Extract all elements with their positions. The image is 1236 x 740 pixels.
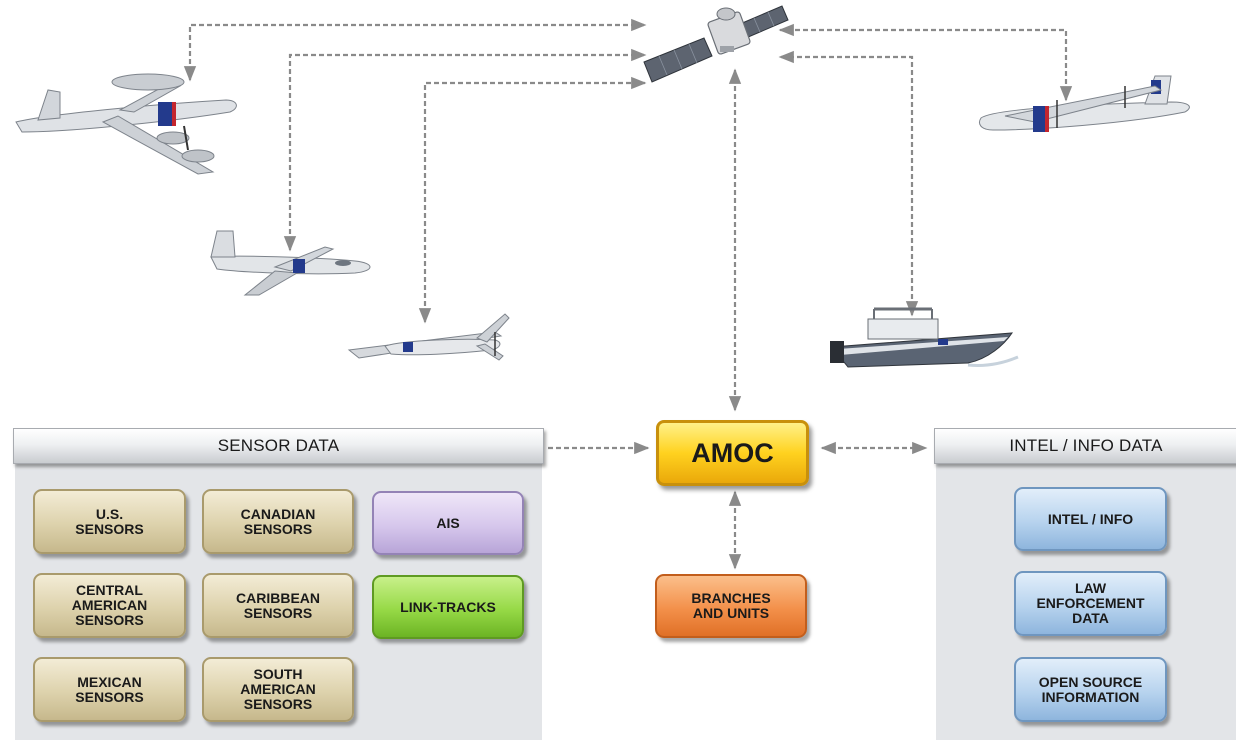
amoc-hub[interactable]: AMOC [656, 420, 809, 486]
interceptor-boat-icon [828, 305, 1020, 373]
citation-jet-icon [205, 227, 377, 297]
sensor-data-header: SENSOR DATA [13, 428, 544, 464]
link-uav-satellite [418, 76, 647, 324]
mexican-sensors-button[interactable]: MEXICAN SENSORS [33, 657, 186, 722]
central-american-sensors-button[interactable]: CENTRAL AMERICAN SENSORS [33, 573, 186, 638]
intel-info-button[interactable]: INTEL / INFO [1014, 487, 1167, 551]
law-enforcement-data-button[interactable]: LAW ENFORCEMENT DATA [1014, 571, 1167, 636]
satellite-icon [640, 0, 790, 85]
ais-button[interactable]: AIS [372, 491, 524, 555]
us-sensors-button[interactable]: U.S. SENSORS [33, 489, 186, 554]
link-citation-satellite [283, 48, 647, 252]
branches-and-units-button[interactable]: BRANCHES AND UNITS [655, 574, 807, 638]
caribbean-sensors-button[interactable]: CARIBBEAN SENSORS [202, 573, 354, 638]
intel-info-header: INTEL / INFO DATA [934, 428, 1236, 464]
predator-uav-icon [345, 310, 510, 370]
link-tracks-button[interactable]: LINK-TRACKS [372, 575, 524, 639]
link-boat-satellite [778, 50, 919, 317]
p3-orion-aircraft-icon [8, 52, 240, 177]
south-american-sensors-button[interactable]: SOUTH AMERICAN SENSORS [202, 657, 354, 722]
dash-8-aircraft-icon [975, 72, 1210, 137]
link-p3-satellite [183, 18, 647, 82]
link-dash8-satellite [778, 23, 1073, 102]
canadian-sensors-button[interactable]: CANADIAN SENSORS [202, 489, 354, 554]
open-source-information-button[interactable]: OPEN SOURCE INFORMATION [1014, 657, 1167, 722]
